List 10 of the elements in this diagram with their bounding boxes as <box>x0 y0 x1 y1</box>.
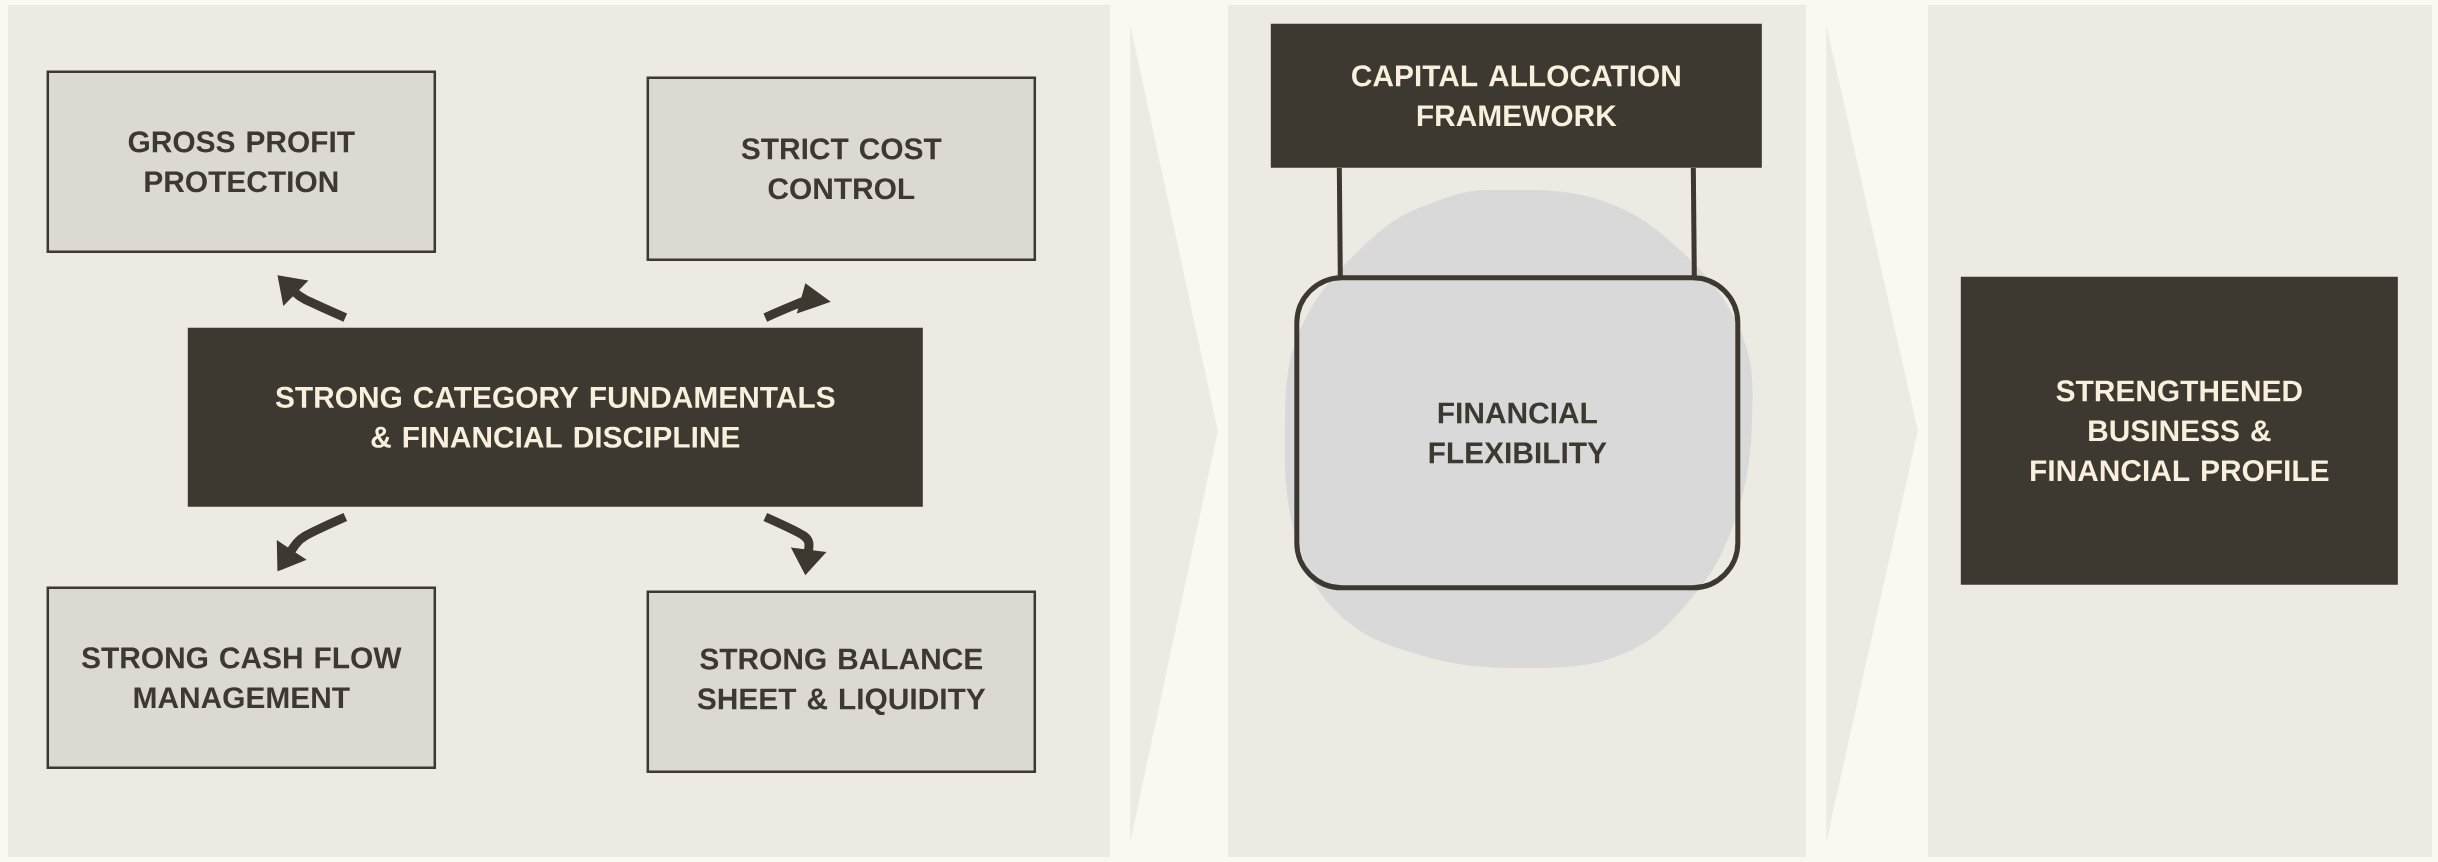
process-box: STRICT COST CONTROL <box>646 76 1037 262</box>
process-box: STRONG CASH FLOW MANAGEMENT <box>46 586 437 770</box>
rounded-box: FINANCIAL FLEXIBILITY <box>1294 275 1741 591</box>
title-box: CAPITAL ALLOCATION FRAMEWORK <box>1270 23 1762 168</box>
title-box: STRONG CATEGORY FUNDAMENTALS & FINANCIAL DISCIPLINE <box>187 327 923 507</box>
connector-line <box>1336 168 1343 278</box>
process-box: GROSS PROFIT PROTECTION <box>46 70 437 254</box>
process-box: STRONG BALANCE SHEET & LIQUIDITY <box>646 590 1037 774</box>
title-box: STRENGTHENED BUSINESS & FINANCIAL PROFILE <box>1960 276 2398 585</box>
connector-line <box>1690 167 1697 278</box>
